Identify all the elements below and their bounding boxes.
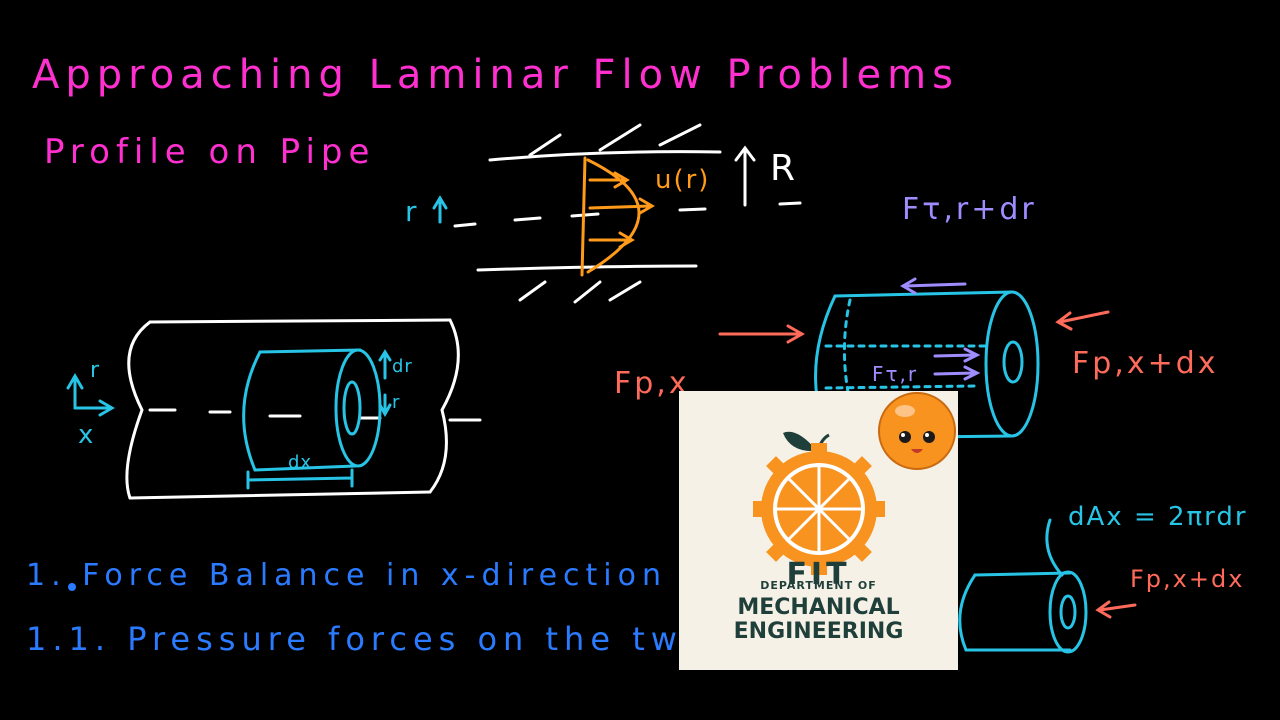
- department-logo: FIT DEPARTMENT OF MECHANICAL ENGINEERING: [679, 391, 958, 670]
- pipe-profile-sketch: [453, 123, 802, 304]
- velocity-profile: [580, 156, 655, 277]
- shear-force-arrows: [900, 277, 981, 381]
- logo-department: DEPARTMENT OF: [760, 579, 877, 592]
- area-element-label: dAx = 2πrdr: [1068, 502, 1248, 532]
- small-cylinder: [958, 518, 1088, 654]
- shear-force-top-label: Fτ,r+dr: [902, 192, 1037, 227]
- leaf-icon: [783, 431, 817, 452]
- shear-force-inner-label: Fτ,r: [872, 362, 919, 386]
- step-1: 1. Force Balance in x-direction: [26, 558, 667, 593]
- pressure-force-small-label: Fp,x+dx: [1130, 565, 1245, 593]
- pressure-force-arrows: [718, 310, 1137, 619]
- axis-x-label: x: [78, 420, 100, 450]
- dr-label: dr: [392, 356, 413, 377]
- r-axis-label: r: [405, 195, 423, 228]
- r-small-label: r: [392, 392, 406, 413]
- orange-mascot-icon: [878, 392, 956, 470]
- page-subtitle: Profile on Pipe: [44, 132, 376, 172]
- radial-axis-arrow: [432, 195, 448, 224]
- logo-mechanical: MECHANICAL: [737, 595, 900, 620]
- page-title: Approaching Laminar Flow Problems: [32, 52, 959, 98]
- step-bullet: [68, 583, 76, 591]
- pressure-force-left-label: Fp,x: [614, 366, 690, 401]
- step-1-1: 1.1. Pressure forces on the two e: [26, 620, 751, 658]
- force-cylinder: [814, 290, 1040, 440]
- radius-label: R: [770, 148, 802, 189]
- pressure-force-right-label: Fp,x+dx: [1072, 346, 1219, 381]
- left-pipe: [125, 318, 482, 500]
- logo-engineering: ENGINEERING: [733, 619, 904, 644]
- control-volume-cylinder: [66, 348, 392, 490]
- dx-label: dx: [288, 452, 313, 473]
- logo-fit: FIT: [786, 557, 851, 592]
- velocity-label: u(r): [655, 165, 711, 195]
- axis-r-label: r: [90, 358, 106, 383]
